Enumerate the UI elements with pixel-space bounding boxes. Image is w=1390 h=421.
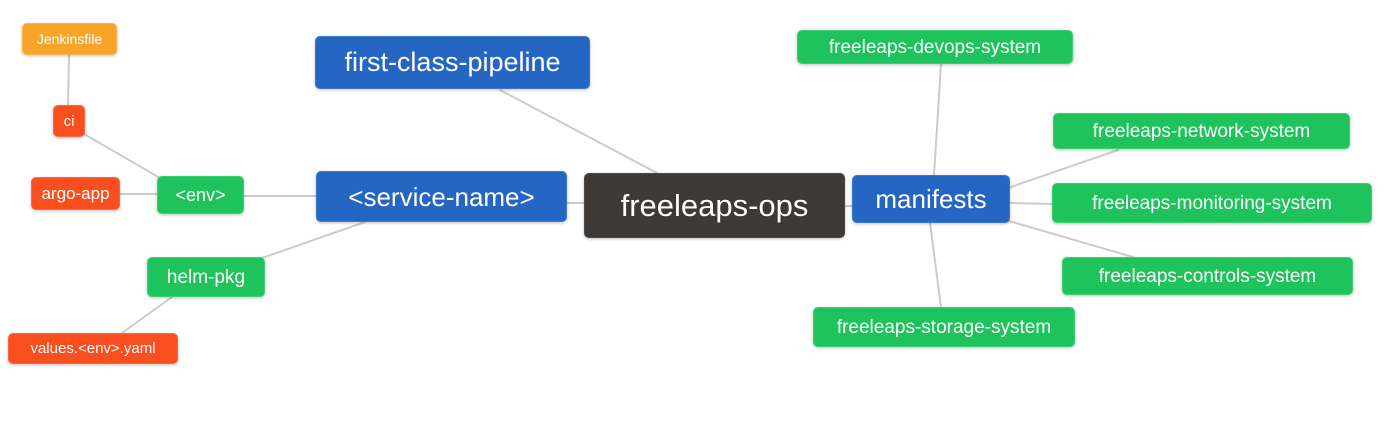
edge-manifests-controls: [1008, 220, 1134, 258]
node-freeleaps-controls-system[interactable]: freeleaps-controls-system: [1062, 257, 1353, 295]
node-freeleaps-monitoring-system[interactable]: freeleaps-monitoring-system: [1052, 183, 1372, 223]
node-ci[interactable]: ci: [53, 105, 85, 137]
node-service-name[interactable]: <service-name>: [316, 171, 567, 222]
edge-manifests-network: [1007, 149, 1119, 189]
node-manifests[interactable]: manifests: [852, 175, 1010, 223]
node-jenkinsfile[interactable]: Jenkinsfile: [22, 23, 117, 55]
node-freeleaps-storage-system[interactable]: freeleaps-storage-system: [813, 307, 1075, 347]
node-freeleaps-network-system[interactable]: freeleaps-network-system: [1053, 113, 1350, 149]
node-helm-pkg[interactable]: helm-pkg: [147, 257, 265, 297]
edge-ci-env: [83, 133, 161, 179]
node-env[interactable]: <env>: [157, 176, 244, 214]
edge-jenkinsfile-ci: [67, 54, 70, 106]
node-argo-app[interactable]: argo-app: [31, 177, 120, 210]
edge-manifests-devops: [933, 63, 942, 176]
node-first-class-pipeline[interactable]: first-class-pipeline: [315, 36, 590, 89]
edge-manifests-monitoring: [1009, 202, 1053, 205]
node-freeleaps-devops-system[interactable]: freeleaps-devops-system: [797, 30, 1073, 64]
edge-manifests-storage: [929, 222, 942, 308]
node-freeleaps-ops[interactable]: freeleaps-ops: [584, 173, 845, 238]
node-values-env-yaml[interactable]: values.<env>.yaml: [8, 333, 178, 364]
edge-fcp-ops: [499, 89, 658, 174]
edge-servicename-helmpkg: [261, 221, 366, 259]
edge-helmpkg-values: [121, 296, 173, 334]
